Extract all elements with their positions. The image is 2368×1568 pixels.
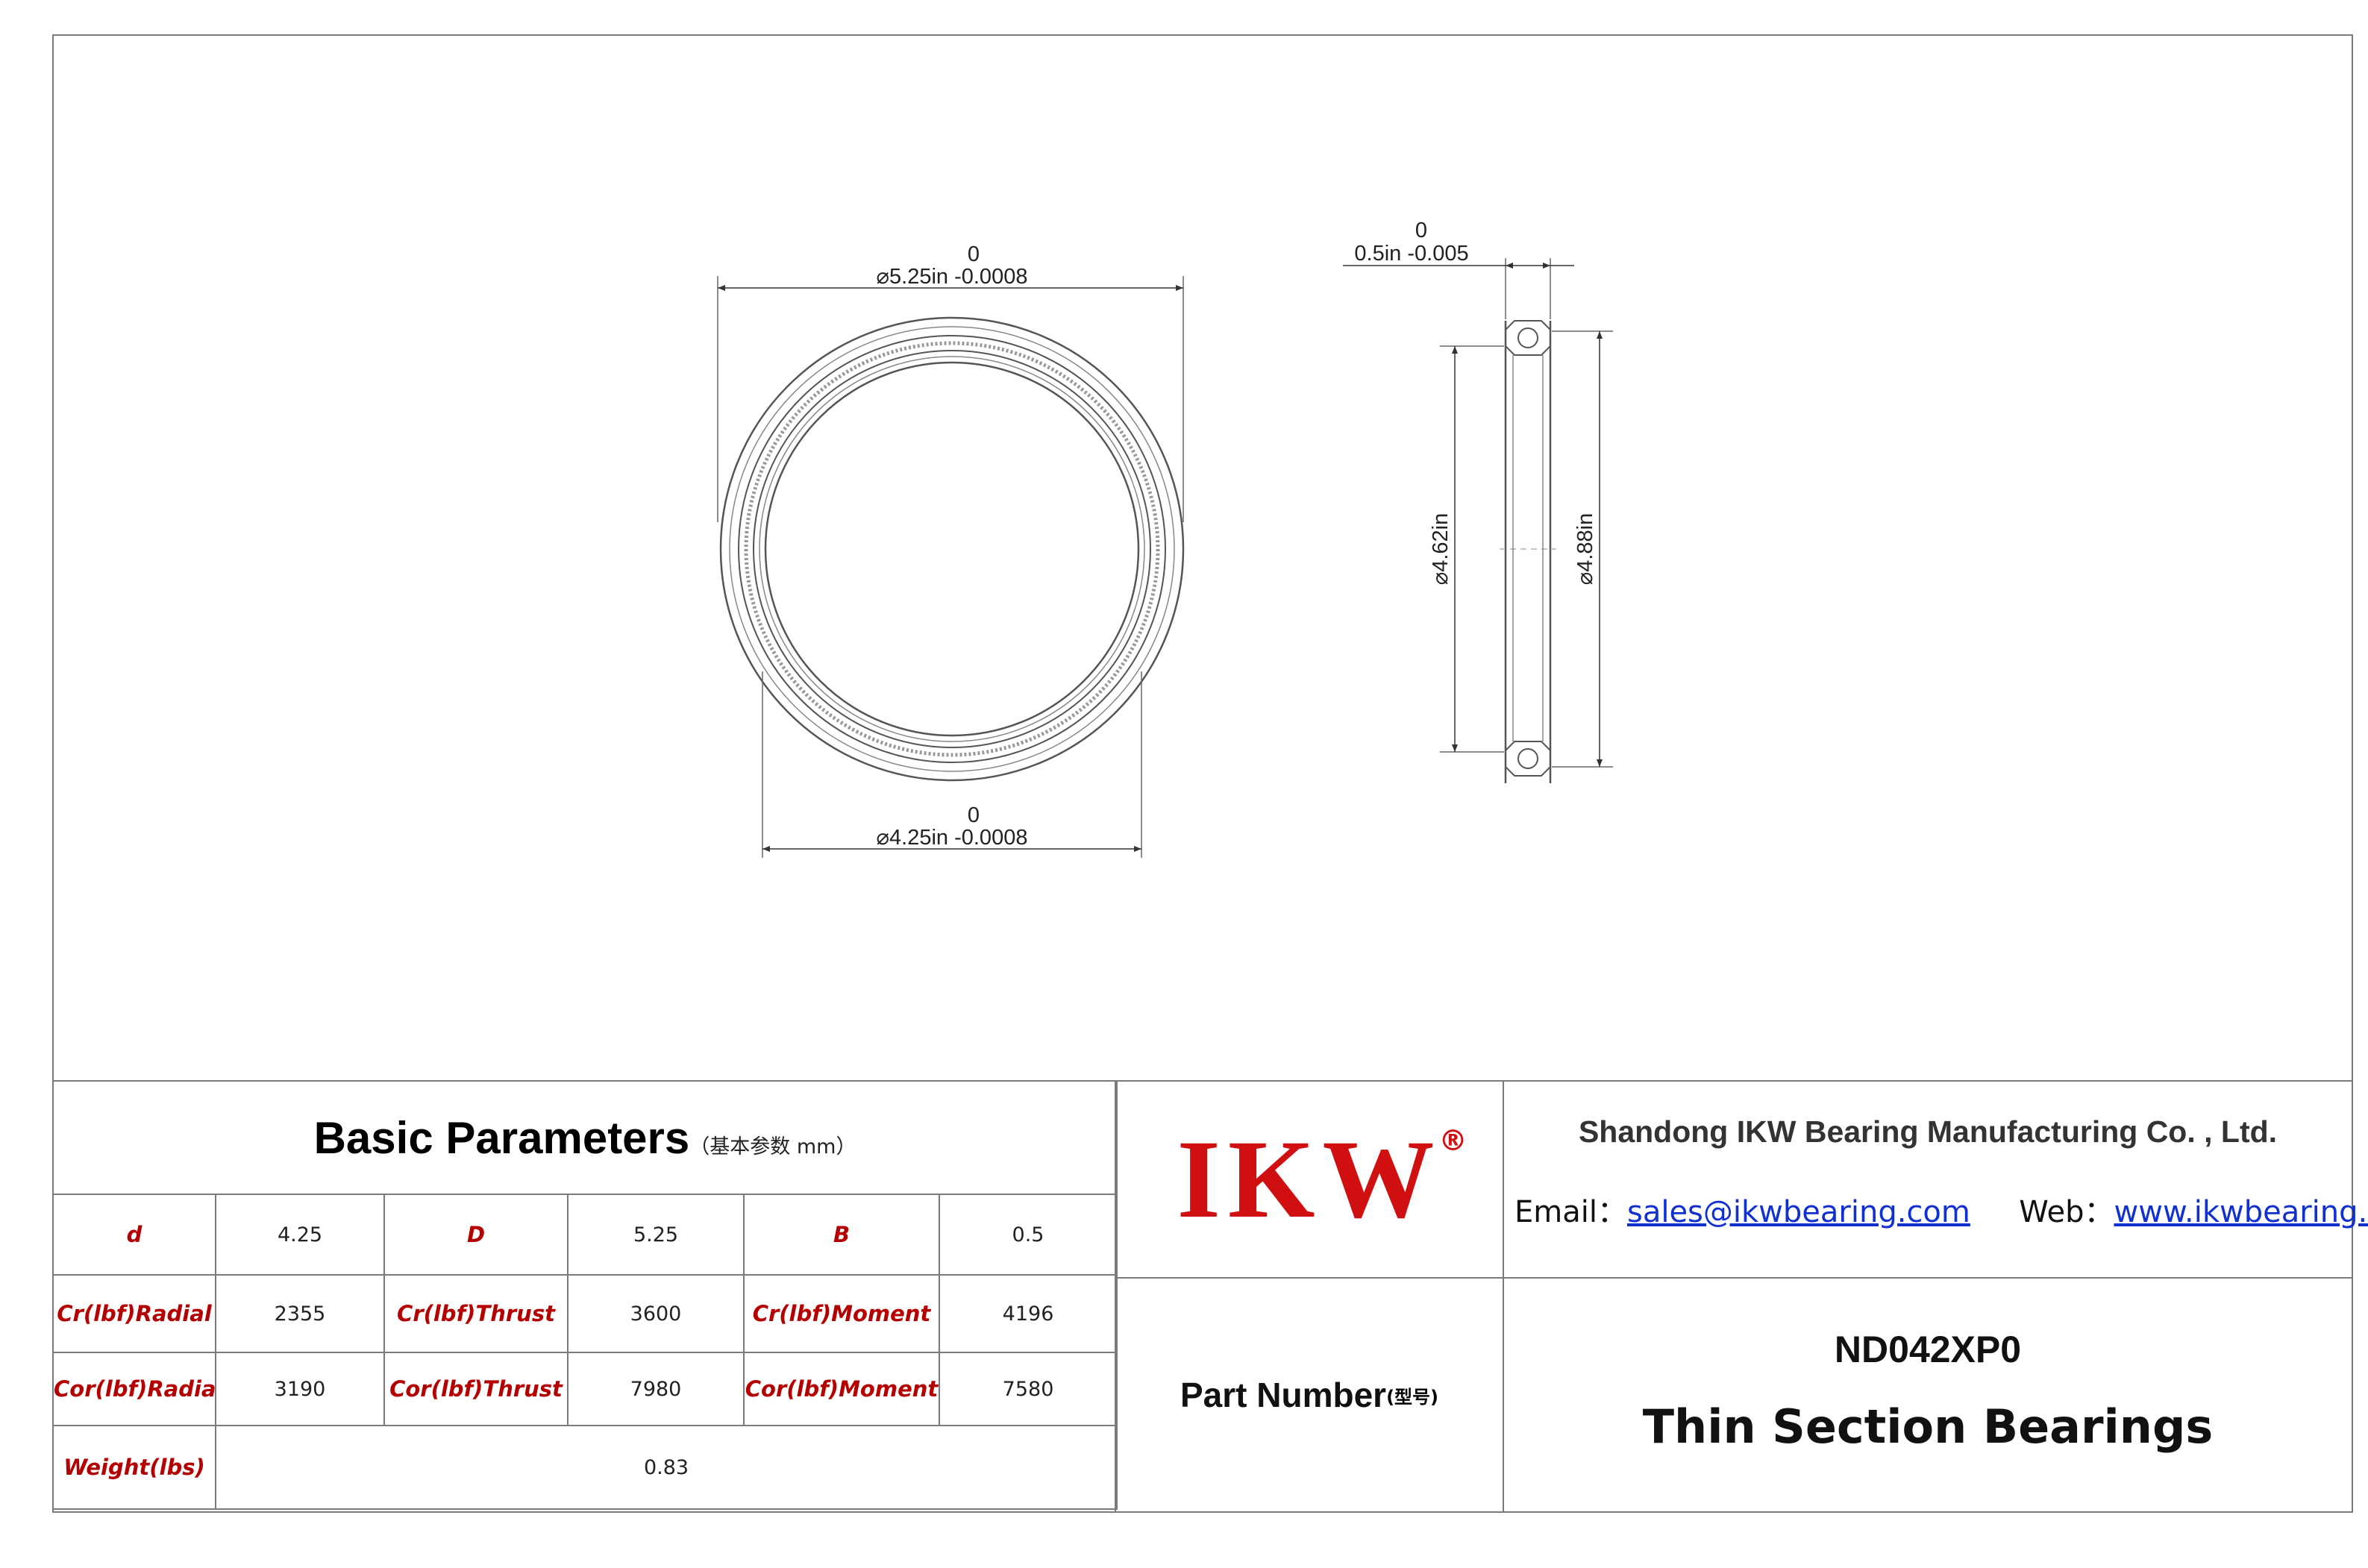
table-row: Cor(lbf)Radial 3190 Cor(lbf)Thrust 7980 … [52, 1352, 1118, 1426]
inner-race-dimension: ⌀4.62in [1429, 345, 1504, 753]
table-row: Weight(lbs) 0.83 [52, 1425, 1118, 1510]
parameters-title-cell: Basic Parameters（基本参数 mm） [51, 1080, 1118, 1195]
part-number-label: Part Number [1180, 1376, 1387, 1414]
param-label: Cor(lbf)Moment [743, 1352, 940, 1426]
contact-line: Email：sales@ikwbearing.com Web：www.ikwbe… [1515, 1188, 2368, 1231]
product-type: Thin Section Bearings [1642, 1399, 2214, 1454]
company-logo: IKW® [1177, 1123, 1467, 1235]
width-tol-lower: -0.005 [1407, 242, 1468, 266]
param-label: Cr(lbf)Moment [743, 1274, 940, 1353]
bearing-section-view [1500, 320, 1556, 783]
inner-dia-value: 4.25in [889, 826, 948, 850]
model-number: ND042XP0 [1834, 1329, 2022, 1370]
top-ball-section [1505, 320, 1551, 356]
inner-dia-tol-lower: -0.0008 [954, 826, 1027, 850]
param-value: 3600 [567, 1274, 745, 1353]
inner-diameter-dimension: 0 ⌀4.25in -0.0008 [762, 671, 1142, 858]
svg-text:⌀5.25in -0.0008: ⌀5.25in -0.0008 [877, 265, 1028, 289]
company-name: Shandong IKW Bearing Manufacturing Co. ,… [1578, 1114, 2278, 1149]
outer-race-dimension: ⌀4.88in [1552, 330, 1613, 768]
part-number-sub: (型号) [1386, 1386, 1438, 1408]
param-value: 5.25 [567, 1194, 745, 1276]
param-value: 2355 [215, 1274, 385, 1353]
width-dimension: 0 0.5in -0.005 [1343, 219, 1574, 319]
table-row: d 4.25 D 5.25 B 0.5 [52, 1194, 1118, 1276]
basic-parameters-table: Basic Parameters（基本参数 mm） d 4.25 D 5.25 … [51, 1080, 1118, 1510]
param-label: Cr(lbf)Radial [52, 1274, 216, 1353]
parameters-title: Basic Parameters [313, 1112, 690, 1163]
param-value: 3190 [215, 1352, 385, 1426]
svg-text:⌀4.25in -0.0008: ⌀4.25in -0.0008 [877, 826, 1028, 850]
diameter-symbol: ⌀ [877, 265, 889, 289]
param-value: 4.25 [215, 1194, 385, 1276]
param-label: Cor(lbf)Thrust [383, 1352, 568, 1426]
parameters-subtitle: （基本参数 mm） [689, 1135, 856, 1158]
technical-drawing: 0 ⌀5.25in -0.0008 0 ⌀4.25in -0.0008 [717, 219, 1613, 858]
svg-text:0.5in -0.005: 0.5in -0.005 [1354, 242, 1468, 266]
part-number-label-box: Part Number(型号) [1115, 1277, 1504, 1513]
param-label: Cor(lbf)Radial [52, 1352, 216, 1426]
inner-race-label: ⌀4.62in [1429, 513, 1453, 585]
bearing-front-view [719, 316, 1185, 782]
param-value: 7580 [938, 1352, 1118, 1426]
table-row: Cr(lbf)Radial 2355 Cr(lbf)Thrust 3600 Cr… [52, 1274, 1118, 1353]
bottom-ball-section [1505, 741, 1551, 777]
email-link[interactable]: sales@ikwbearing.com [1626, 1195, 1970, 1229]
website-link[interactable]: www.ikwbearing.com [2114, 1195, 2368, 1229]
logo-text: IKW [1177, 1117, 1442, 1241]
width-value: 0.5in [1354, 242, 1401, 266]
param-value: 4196 [938, 1274, 1118, 1353]
outer-dia-tol-upper: 0 [968, 242, 980, 266]
param-label: B [743, 1194, 940, 1276]
outer-race-label: ⌀4.88in [1573, 513, 1597, 585]
weight-label: Weight(lbs) [52, 1425, 216, 1510]
outer-dia-value: 5.25in [889, 265, 948, 289]
param-value: 0.5 [938, 1194, 1118, 1276]
param-value: 7980 [567, 1352, 745, 1426]
outer-diameter-dimension: 0 ⌀5.25in -0.0008 [717, 242, 1184, 522]
registered-mark: ® [1438, 1124, 1475, 1157]
param-label: d [52, 1194, 216, 1276]
company-info-box: Shandong IKW Bearing Manufacturing Co. ,… [1503, 1080, 2368, 1279]
width-tol-upper: 0 [1415, 219, 1427, 242]
email-label: Email： [1515, 1195, 1627, 1229]
param-label: D [383, 1194, 568, 1276]
web-label: Web： [2019, 1195, 2114, 1229]
weight-value: 0.83 [214, 1425, 1118, 1510]
model-box: ND042XP0 Thin Section Bearings [1503, 1277, 2353, 1513]
logo-box: IKW® [1115, 1080, 1504, 1279]
param-label: Cr(lbf)Thrust [383, 1274, 568, 1353]
diameter-symbol: ⌀ [877, 826, 889, 850]
inner-dia-tol-upper: 0 [968, 803, 980, 827]
outer-dia-tol-lower: -0.0008 [954, 265, 1027, 289]
